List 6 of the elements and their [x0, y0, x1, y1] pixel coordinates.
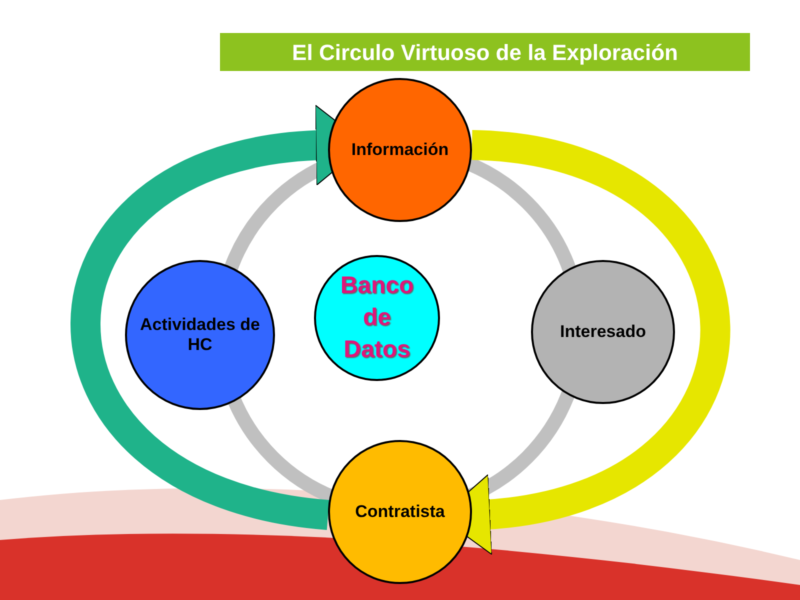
- node-label: Interesado: [559, 322, 647, 342]
- node-label: Actividades de HC: [140, 315, 260, 355]
- node-label: Contratista: [354, 502, 446, 522]
- title-bar: El Circulo Virtuoso de la Exploración: [220, 33, 750, 71]
- node-label: Banco de Datos: [339, 271, 415, 365]
- node-label: Información: [350, 140, 450, 160]
